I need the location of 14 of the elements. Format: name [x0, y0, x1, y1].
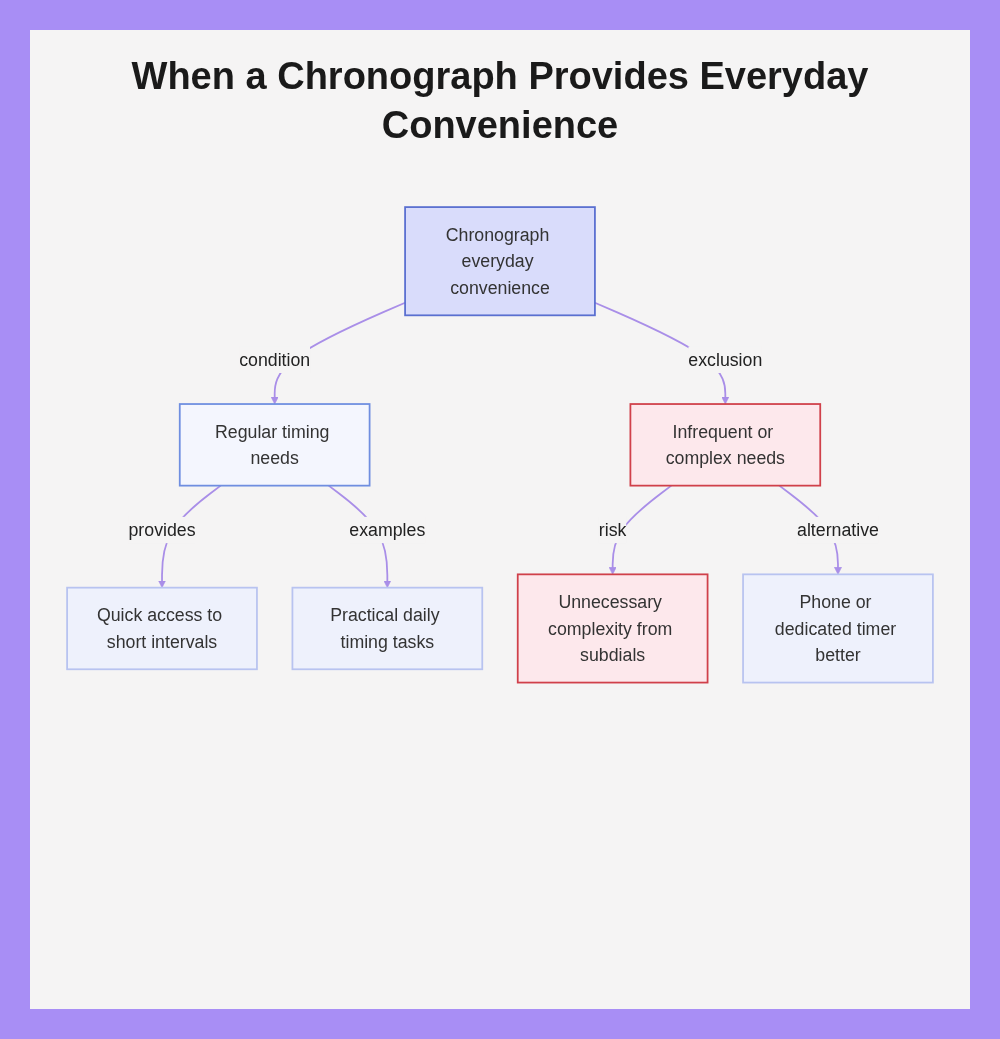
node-box: Chronograph everyday convenience	[404, 206, 596, 317]
node-box: Quick access to short intervals	[66, 586, 258, 671]
node-box: Regular timing needs	[178, 403, 371, 487]
node-box: Infrequent or complex needs	[629, 403, 822, 487]
edge-label: alternative	[797, 520, 879, 540]
edge-label: condition	[239, 349, 311, 370]
node-box: Phone or dedicated timer better	[742, 573, 934, 684]
edge-label: exclusion	[688, 349, 763, 370]
title: When a Chronograph Provides Everyday Convenience	[130, 54, 870, 149]
node-box: Practical daily timing tasks	[291, 586, 484, 671]
edge-label: examples	[349, 520, 426, 540]
edge-label: risk	[598, 520, 627, 540]
node-box: Unnecessary complexity from subdials	[516, 573, 709, 684]
edge-label: provides	[128, 520, 196, 540]
